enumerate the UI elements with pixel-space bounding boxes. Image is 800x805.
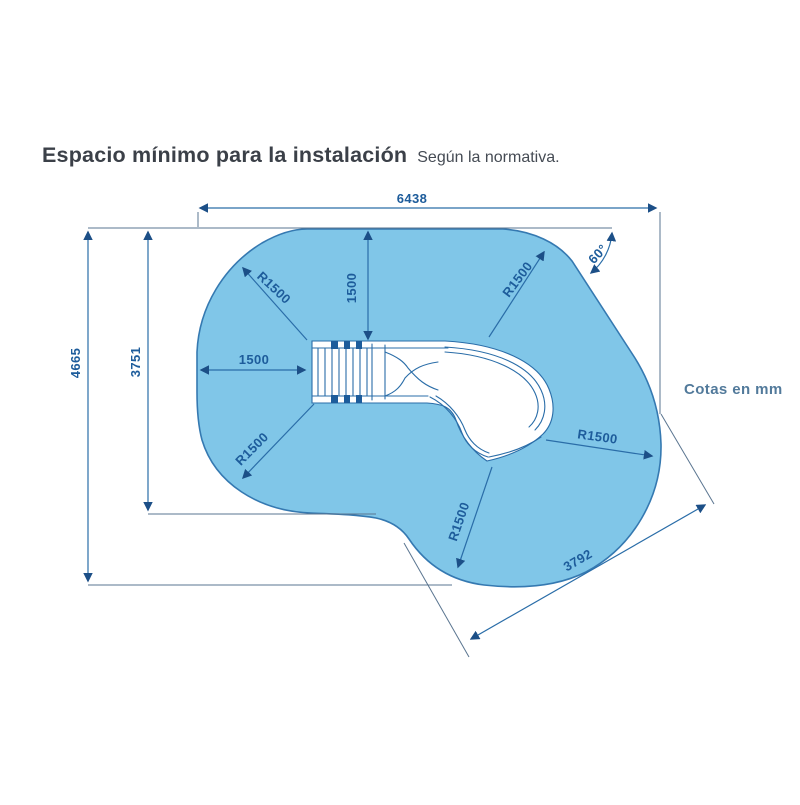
dim-bottom-edge-line [469,504,707,640]
label-overall-width: 6438 [397,191,428,206]
dim-radius-right-line [545,439,654,460]
slide-wall-left-1 [429,396,489,458]
label-overall-height: 4665 [68,348,83,379]
label-left-clearance: 1500 [239,352,270,367]
label-top-clearance: 1500 [344,273,359,304]
edge-ext-upper [660,413,715,505]
dim-radius-top-left-line [242,266,308,341]
dim-radius-bottom-left-line [242,403,315,480]
units-note: Cotas en mm [684,381,783,398]
main-title: Espacio mínimo para la instalación [42,143,408,167]
handrail-mounts [331,341,362,403]
construction-lines [88,212,715,658]
label-inner-height: 3751 [128,347,143,378]
installation-area-shape [196,228,662,588]
slide-wall-left-2 [435,395,490,454]
slide-mouth-cap [488,436,542,458]
dimension-lines [83,203,707,640]
slide-funnel-top [384,351,439,391]
edge-ext-lower [403,542,470,658]
dim-radius-exit-line [456,466,493,569]
ladder-rungs [317,347,368,397]
label-radius-right: R1500 [577,426,619,446]
subtitle: Según la normativa. [417,149,560,166]
slide-rim-outer [444,346,546,431]
dim-angle-arc [589,231,617,274]
label-angle: 60° [585,241,610,266]
dim-radius-top-right-line [488,250,545,338]
slide-funnel-bottom [384,361,439,397]
slide-top-view [311,340,554,462]
page-title: Espacio mínimo para la instalación Según… [42,143,560,168]
slide-rim-inner [444,351,539,428]
